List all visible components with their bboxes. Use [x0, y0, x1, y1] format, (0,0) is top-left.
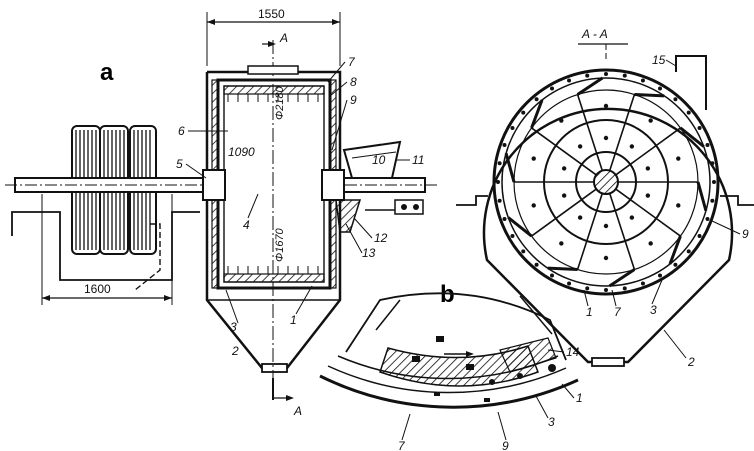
section-part-2: 2	[687, 355, 695, 369]
section-housing	[482, 107, 734, 364]
section-part-9: 9	[742, 227, 749, 241]
detail-part-7: 7	[398, 439, 406, 451]
section-part-3: 3	[650, 303, 657, 317]
dim-dia-inner-label: Φ1670	[274, 227, 286, 262]
part-7: 7	[348, 55, 356, 69]
bolt-dots	[496, 72, 716, 292]
part-8: 8	[350, 75, 357, 89]
part-5: 5	[176, 157, 183, 171]
dim-1550-label: 1550	[258, 7, 285, 21]
discharge-outlet	[261, 363, 288, 373]
view-a: a 1600	[5, 59, 440, 305]
front-part-labels: 7 8 9 6 5 4 10 11 12 13 3 1 2	[176, 55, 424, 358]
rotor-blades	[504, 76, 708, 288]
hub-left	[202, 169, 226, 201]
dim-1090-label: 1090	[228, 145, 255, 159]
section-mark-bottom: A	[293, 404, 302, 418]
detail-part-3: 3	[548, 415, 555, 429]
part-4: 4	[243, 218, 250, 232]
part-13: 13	[362, 246, 376, 260]
part-9: 9	[350, 93, 357, 107]
mill-body: 1550 A A 1090 Φ2180 Φ1670	[202, 7, 424, 418]
section-part-1: 1	[586, 305, 593, 319]
dimension-1550	[206, 12, 341, 66]
detail-b: b	[319, 281, 579, 409]
section-mark-top: A	[279, 31, 288, 45]
rotor-spokes	[514, 94, 698, 270]
hub-right	[321, 169, 345, 201]
section-part-7: 7	[614, 305, 622, 319]
detail-part-9: 9	[502, 439, 509, 451]
section-part-labels: 15 9 1 7 3 2	[583, 53, 749, 369]
panel-b-label: b	[440, 281, 455, 308]
part-3: 3	[230, 320, 237, 334]
dim-dia-outer-label: Φ2180	[274, 85, 286, 120]
dim-1600-label: 1600	[84, 282, 111, 296]
dimension-1600	[41, 194, 173, 305]
main-shaft	[5, 177, 440, 193]
part-10: 10	[372, 153, 386, 167]
part-15: 15	[652, 53, 666, 67]
detail-part-labels: 14 1 3 7 9	[398, 345, 583, 451]
feed-hopper	[342, 140, 402, 179]
liner-top	[223, 85, 325, 102]
section-a-a: A - A	[456, 27, 754, 367]
detail-part-14: 14	[566, 345, 580, 359]
section-title: A - A	[581, 27, 608, 41]
panel-a-label: a	[100, 59, 114, 86]
part-2-left: 2	[231, 344, 239, 358]
part-11: 11	[412, 153, 424, 167]
part-12: 12	[374, 231, 388, 245]
part-1: 1	[290, 313, 297, 327]
liner-bottom	[223, 266, 325, 283]
detail-part-1: 1	[576, 391, 583, 405]
part-6: 6	[178, 124, 185, 138]
